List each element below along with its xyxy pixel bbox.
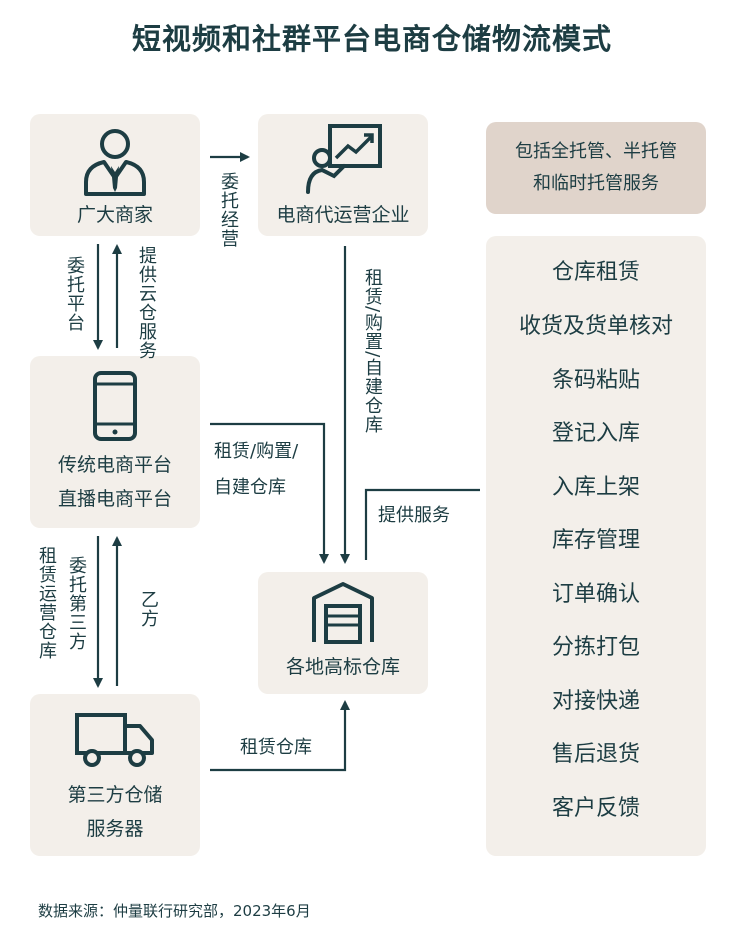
label-entrust-third: 委托第三方 (66, 556, 87, 651)
label-operator-lease: 租赁/购置/自建仓库 (362, 268, 383, 435)
node-operator-label: 电商代运营企业 (276, 204, 410, 226)
arrow-provide-service (364, 488, 480, 560)
label-lease-warehouse: 租赁仓库 (240, 737, 312, 758)
label-entrust-platform: 委托平台 (64, 256, 85, 332)
node-merchants: 广大商家 (30, 114, 200, 236)
truck-icon (75, 713, 154, 767)
node-third-party-label-1: 第三方仓储 (67, 784, 163, 806)
data-source-note: 数据来源：仲量联行研究部，2023年6月 (38, 902, 311, 920)
node-merchants-label: 广大商家 (76, 204, 153, 226)
warehouse-icon (312, 582, 374, 644)
service-list: 仓库租赁 收货及货单核对 条码粘贴 登记入库 入库上架 库存管理 订单确认 分拣… (486, 236, 706, 856)
node-warehouse-label: 各地高标仓库 (285, 656, 400, 678)
label-lease-ops: 租赁运营仓库 (36, 546, 57, 660)
node-platform-label-2: 直播电商平台 (57, 488, 172, 510)
hosting-services-note: 包括全托管、半托管 和临时托管服务 (486, 122, 706, 214)
service-item: 登记入库 (551, 421, 640, 446)
arrow-platform-lease (210, 422, 329, 564)
label-provide-service: 提供服务 (378, 505, 450, 526)
service-item: 售后退货 (551, 742, 640, 767)
service-item: 库存管理 (551, 528, 640, 553)
service-item: 分拣打包 (551, 635, 640, 660)
node-third-party: 第三方仓储 服务器 (30, 694, 200, 856)
smartphone-icon (93, 371, 137, 441)
service-item: 仓库租赁 (551, 260, 640, 285)
label-provide-cloud: 提供云仓服务 (136, 246, 157, 360)
arrow-lease-warehouse (210, 700, 350, 772)
service-item: 客户反馈 (551, 796, 640, 821)
node-warehouse: 各地高标仓库 (258, 572, 428, 694)
page-title: 短视频和社群平台电商仓储物流模式 (131, 22, 612, 56)
label-platform-lease-2: 自建仓库 (214, 477, 286, 498)
hosting-note-line-2: 和临时托管服务 (533, 173, 659, 194)
service-item: 订单确认 (551, 582, 640, 607)
service-item: 条码粘贴 (551, 368, 640, 393)
node-platform-label-1: 传统电商平台 (57, 454, 172, 476)
node-third-party-label-2: 服务器 (86, 818, 144, 840)
service-item: 对接快递 (551, 689, 640, 714)
businessman-icon (84, 129, 146, 196)
service-item: 收货及货单核对 (518, 314, 673, 339)
service-item: 入库上架 (551, 475, 640, 500)
label-party-b: 乙方 (138, 590, 159, 628)
label-entrust-operation: 委托经营 (218, 172, 239, 248)
presenter-chart-icon (306, 124, 382, 194)
node-platform: 传统电商平台 直播电商平台 (30, 356, 200, 528)
label-platform-lease-1: 租赁/购置/ (214, 441, 299, 462)
node-operator: 电商代运营企业 (258, 114, 428, 236)
hosting-note-line-1: 包括全托管、半托管 (515, 141, 677, 162)
